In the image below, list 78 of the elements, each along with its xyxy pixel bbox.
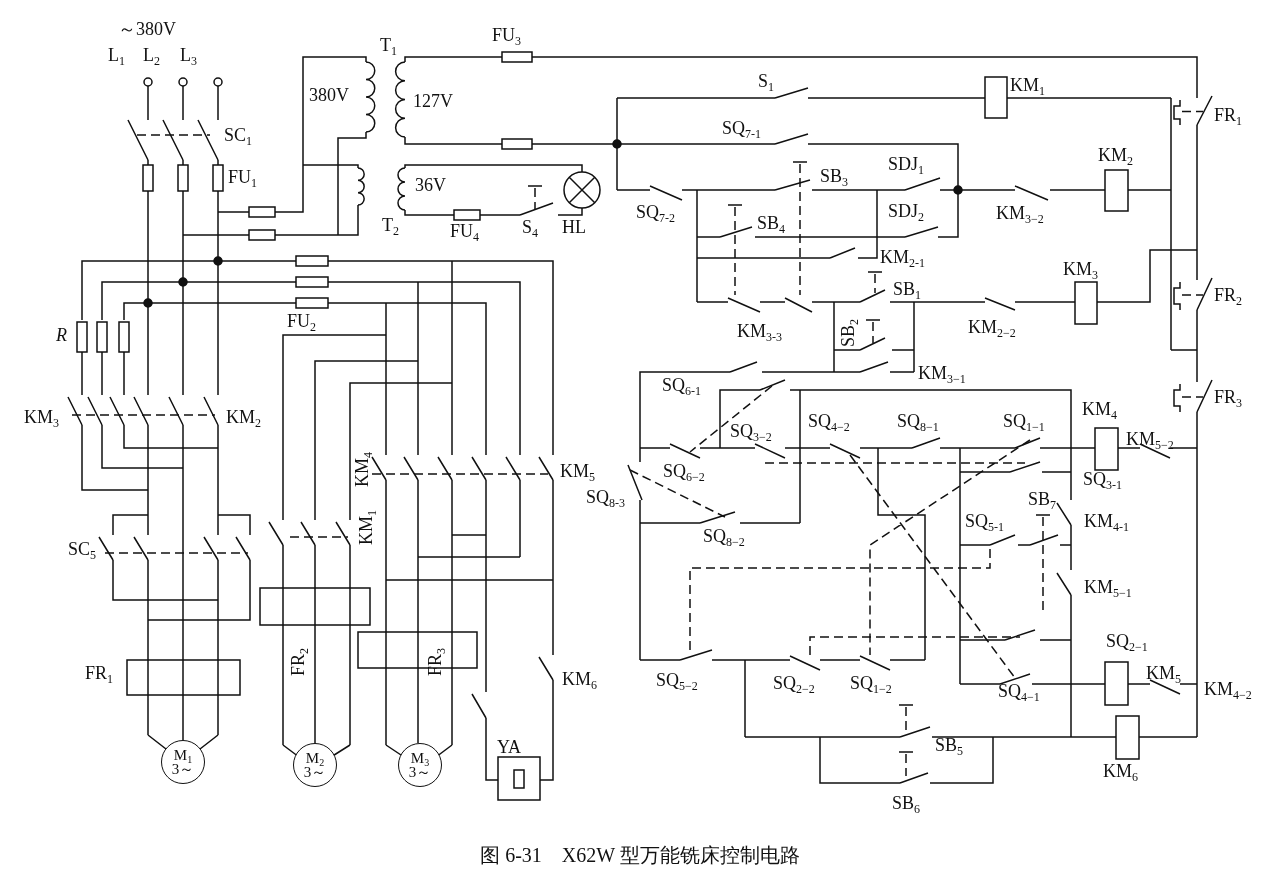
component-label: SQ$_{1−1}$ (1003, 412, 1045, 430)
motor-label: M$_{3}$ (410, 751, 430, 765)
component-label: KM$_{5−2}$ (1126, 430, 1174, 448)
component-label: FU$_{4}$ (450, 222, 479, 240)
component-label: S$_{4}$ (522, 218, 538, 236)
component-label: FR$_{2}$ (1214, 286, 1243, 304)
component-label: 127V (413, 92, 453, 110)
component-label: SQ$_{4−2}$ (808, 412, 850, 430)
component-label: SQ$_{2−2}$ (773, 674, 815, 692)
component-label: KM$_{3}$ (1063, 260, 1098, 278)
component-label: SQ$_{3−2}$ (730, 422, 772, 440)
component-label: KM$_{3-3}$ (737, 322, 782, 340)
component-label: SQ$_{3-1}$ (1083, 470, 1122, 488)
component-label: KM$_{5}$ (1146, 664, 1181, 682)
motor-symbol (161, 740, 205, 784)
component-label: SQ$_{5-1}$ (965, 512, 1004, 530)
component-label: SQ$_{1−2}$ (850, 674, 892, 692)
component-label: SB$_{5}$ (935, 736, 964, 754)
component-label: KM$_{2}$ (226, 408, 261, 426)
component-label: FU$_{1}$ (228, 168, 257, 186)
component-label: L$_{1}$ (108, 46, 125, 64)
component-label: HL (562, 218, 586, 236)
motor-symbol (293, 743, 337, 787)
component-label: KM$_{3}$ (24, 408, 59, 426)
component-label: KM$_{4}$ (1082, 400, 1117, 418)
component-label: FU$_{2}$ (287, 312, 316, 330)
component-label: SDJ$_{2}$ (888, 202, 924, 220)
component-label: SQ$_{7-2}$ (636, 203, 675, 221)
component-label: T$_{1}$ (380, 36, 397, 54)
component-label: L$_{3}$ (180, 46, 197, 64)
component-label: SDJ$_{1}$ (888, 155, 924, 173)
figure-caption: 图 6-31 X62W 型万能铣床控制电路 (479, 843, 801, 868)
component-label: KM$_{4-1}$ (1084, 512, 1129, 530)
component-label: ～380V (118, 20, 176, 38)
component-label: 36V (415, 176, 446, 194)
component-label: SQ$_{4−1}$ (998, 682, 1040, 700)
component-label: SQ$_{5−2}$ (656, 671, 698, 689)
component-label: S$_{1}$ (758, 72, 774, 90)
motor-label: 3～ (171, 762, 195, 776)
component-label: T$_{2}$ (382, 216, 399, 234)
component-label: KM$_{4−2}$ (1204, 680, 1252, 698)
component-label: KM$_{2−2}$ (968, 318, 1016, 336)
component-label: FR$_{1}$ (1214, 106, 1243, 124)
component-label: KM$_{2}$ (1098, 146, 1133, 164)
component-label: 380V (309, 86, 349, 104)
component-label: KM$_{5−1}$ (1084, 578, 1132, 596)
motor-label: M$_{2}$ (305, 751, 325, 765)
component-label: SQ$_{8−2}$ (703, 527, 745, 545)
motor-label: M$_{1}$ (173, 748, 193, 762)
component-label: KM$_{6}$ (1103, 762, 1138, 780)
component-label: FU$_{3}$ (492, 26, 521, 44)
motor-label: 3～ (303, 765, 327, 779)
component-label: SB$_{7}$ (1028, 490, 1057, 508)
component-label: KM$_{1}$ (1010, 76, 1045, 94)
component-label: SB$_{3}$ (820, 167, 849, 185)
component-label: SQ$_{6-1}$ (662, 376, 701, 394)
component-label: SC$_{5}$ (68, 540, 97, 558)
component-label: SC$_{1}$ (224, 126, 253, 144)
component-label: FR$_{3}$ (1214, 388, 1243, 406)
component-label: SB$_{1}$ (893, 280, 922, 298)
component-label: SQ$_{6−2}$ (663, 462, 705, 480)
component-label: L$_{2}$ (143, 46, 160, 64)
component-label: SQ$_{8−1}$ (897, 412, 939, 430)
component-label: R (56, 326, 67, 344)
motor-symbol (398, 743, 442, 787)
component-label: SB$_{6}$ (892, 794, 921, 812)
component-label: KM$_{2-1}$ (880, 248, 925, 266)
component-label: KM$_{3−1}$ (918, 364, 966, 382)
component-label: SQ$_{2−1}$ (1106, 632, 1148, 650)
component-label: SQ$_{7-1}$ (722, 119, 761, 137)
component-label: SB$_{4}$ (757, 214, 786, 232)
component-label: KM$_{6}$ (562, 670, 597, 688)
component-label: SQ$_{8-3}$ (586, 488, 625, 506)
component-label: FR$_{1}$ (85, 664, 114, 682)
component-label: KM$_{3−2}$ (996, 204, 1044, 222)
component-label: KM$_{5}$ (560, 462, 595, 480)
motor-label: 3～ (408, 765, 432, 779)
component-label: YA (497, 738, 521, 756)
